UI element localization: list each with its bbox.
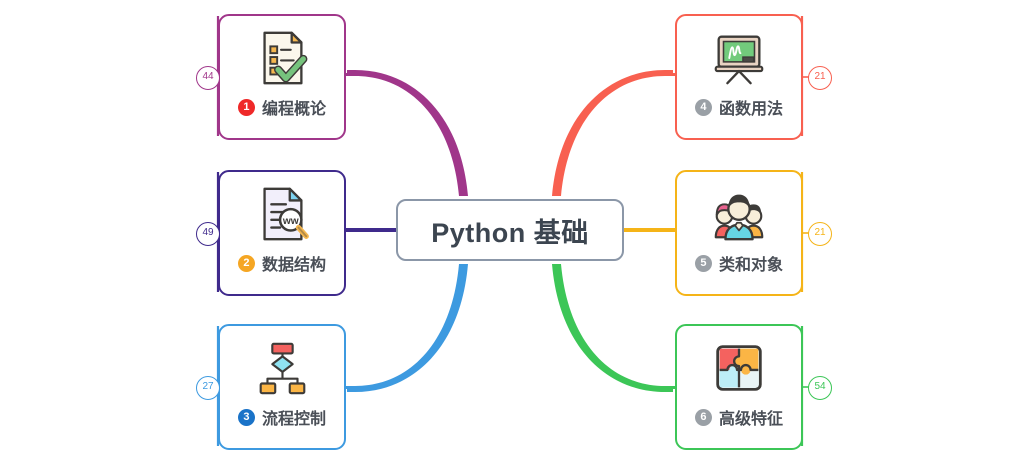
edge-branch-4 — [552, 70, 673, 196]
topic-node-4-label: 函数用法 — [718, 101, 783, 118]
topic-node-5-index: 5 — [694, 254, 712, 272]
topic-node-3-label: 流程控制 — [261, 411, 326, 428]
edge-branch-5 — [622, 228, 675, 232]
topic-node-5-label: 类和对象 — [718, 257, 783, 274]
topic-node-5-label-row: 5 类和对象 — [694, 251, 783, 275]
topic-node-1-label: 编程概论 — [261, 101, 326, 118]
edge-stub-branch-6 — [663, 386, 675, 389]
topic-node-1-label-row: 1 编程概论 — [237, 95, 326, 119]
count-badge-branch-4[interactable]: 21 — [808, 66, 832, 90]
topic-node-6-index: 6 — [694, 408, 712, 426]
count-badge-branch-6[interactable]: 54 — [808, 376, 832, 400]
topic-node-2-label-row: 2 数据结构 — [237, 251, 326, 275]
edge-branch-6 — [552, 264, 673, 392]
edge-branch-3 — [347, 264, 468, 392]
count-badge-branch-5[interactable]: 21 — [808, 222, 832, 246]
topic-node-6[interactable]: 6 高级特征 — [675, 324, 803, 450]
topic-node-1[interactable]: 1 编程概论 — [218, 14, 346, 140]
edge-stub-branch-1 — [345, 73, 357, 76]
topic-node-1-index: 1 — [237, 98, 255, 116]
count-badge-branch-3[interactable]: 27 — [196, 376, 220, 400]
topic-node-3-index: 3 — [237, 408, 255, 426]
topic-node-4-index: 4 — [694, 98, 712, 116]
topic-node-4-label-row: 4 函数用法 — [694, 95, 783, 119]
topic-node-2-label: 数据结构 — [261, 257, 326, 274]
edge-stub-branch-3 — [345, 386, 357, 389]
flowchart-icon — [259, 342, 306, 395]
edge-branch-2 — [345, 228, 398, 232]
topic-node-3-label-row: 3 流程控制 — [237, 405, 326, 429]
topic-node-4[interactable]: 4 函数用法 — [675, 14, 803, 140]
topic-node-2[interactable]: ww 2 数据结构 — [218, 170, 346, 296]
count-badge-branch-2[interactable]: 49 — [196, 222, 220, 246]
count-badge-branch-1[interactable]: 44 — [196, 66, 220, 90]
document-search-icon: ww — [263, 187, 309, 241]
topic-node-5[interactable]: 5 类和对象 — [675, 170, 803, 296]
topic-node-6-label-row: 6 高级特征 — [694, 405, 783, 429]
topic-node-3[interactable]: 3 流程控制 — [218, 324, 346, 450]
central-topic-node[interactable]: Python 基础 — [396, 199, 624, 261]
edge-stub-branch-4 — [663, 73, 675, 76]
central-topic-label: Python 基础 — [431, 217, 589, 248]
people-group-icon — [714, 194, 764, 241]
puzzle-icon — [716, 345, 762, 391]
topic-node-6-label: 高级特征 — [718, 411, 783, 428]
checklist-document-icon — [263, 31, 308, 85]
blackboard-icon — [714, 35, 764, 85]
topic-node-2-index: 2 — [237, 254, 255, 272]
edge-branch-1 — [347, 70, 468, 196]
svg-text:ww: ww — [282, 216, 299, 227]
